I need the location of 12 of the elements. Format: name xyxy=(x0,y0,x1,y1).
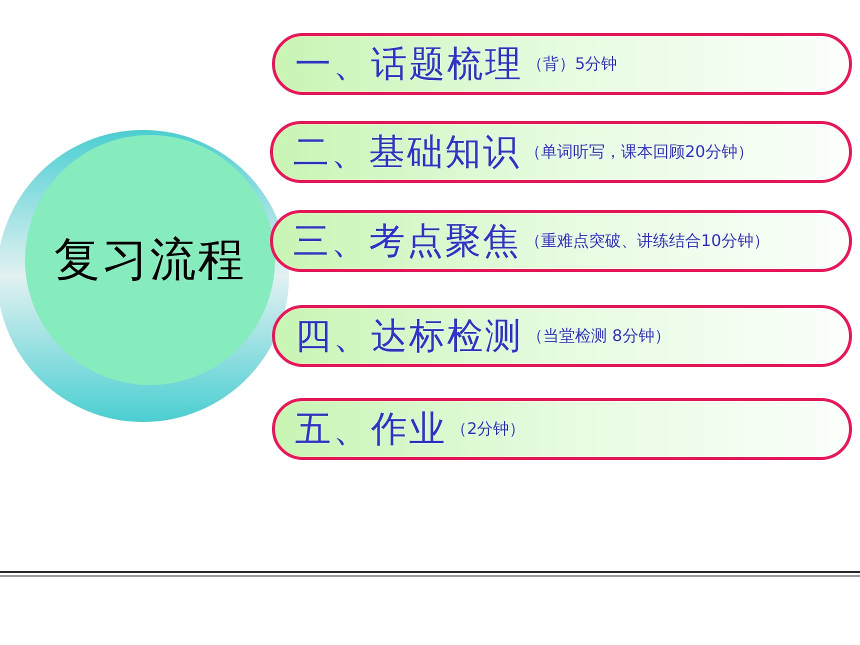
step-pill xyxy=(270,210,852,272)
step-heading: 五、作业 xyxy=(295,408,447,452)
step-heading: 一、话题梳理 xyxy=(295,42,523,86)
step-heading: 四、达标检测 xyxy=(295,314,523,358)
step-duration: （重难点突破、讲练结合10分钟） xyxy=(525,230,770,252)
step-duration: （2分钟） xyxy=(451,418,526,440)
title-text: 复习流程 xyxy=(54,231,246,288)
step-duration: （背）5分钟 xyxy=(527,54,618,74)
step-heading: 二、基础知识 xyxy=(293,130,521,174)
step-heading: 三、考点聚焦 xyxy=(293,220,521,264)
step-duration: （当堂检测 8分钟） xyxy=(527,326,670,346)
step-duration: （单词听写，课本回顾20分钟） xyxy=(525,142,754,162)
